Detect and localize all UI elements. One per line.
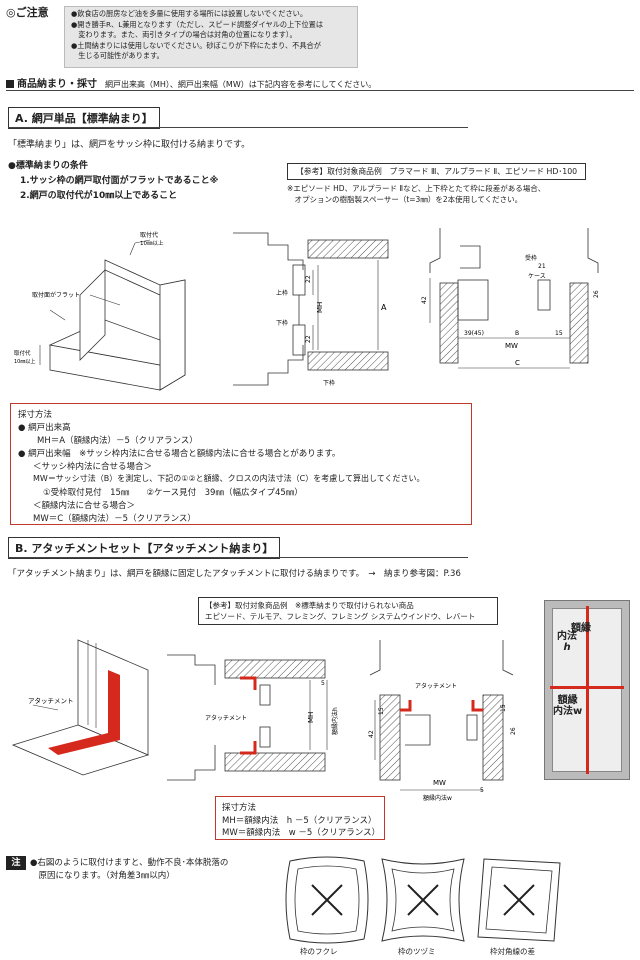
cond-item: 1.サッシ枠の網戸取付面がフラットであること※ [20, 176, 219, 186]
measure-line: ①受枠取付見付 15㎜ ②ケース見付 39㎜（幅広タイプ45㎜） [43, 488, 303, 498]
caution-line: 原因になります。（対角差3㎜以内） [30, 871, 175, 881]
measure-line-b: MW＝額縁内法 w －5（クリアランス） [222, 828, 381, 838]
mount-label: 取付代 [140, 231, 158, 239]
dim-15: 15 [555, 330, 563, 337]
caution-line: ●右図のように取付けますと、動作不良･本体脱落の [30, 858, 229, 868]
measure-box-a: 採寸方法 ● 網戸出来高 MH＝A（額縁内法）－5（クリアランス） ● 網戸出来… [10, 403, 472, 525]
dim-26: 26 [593, 290, 600, 298]
divider [8, 127, 468, 128]
caution-label: 枠のツヅミ [398, 947, 436, 956]
section-b-desc: 「アタッチメント納まり」は、網戸を額縁に固定したアタッチメントに取付ける納まりで… [8, 569, 461, 579]
dim-mw: MW [505, 342, 518, 350]
sill-label: 下枠 [323, 379, 335, 387]
square-bullet-icon [6, 80, 14, 88]
ref-note: オプションの樹脂製スペーサー（t=3㎜）を2本使用してください。 [287, 195, 523, 204]
section-a-desc: 「標準納まり」は、網戸をサッシ枠に取付ける納まりです。 [8, 140, 251, 150]
dim-22a: 22 [305, 275, 312, 283]
caution-mark: 注 [6, 856, 26, 870]
attachment-vertical-figure: MH 額縁内法h 5 アタッチメント [167, 654, 339, 781]
dim-frame-w: 額縁内法w [423, 794, 452, 802]
window-frame-diagram: 額縁 内法 h 額縁 内法w [544, 600, 630, 780]
measure-title: 採寸方法 [18, 410, 53, 420]
dim-42: 42 [421, 296, 428, 304]
dim-mh-b: MH [307, 712, 315, 723]
ref-box-b: 【参考】取付対象商品例 ※標準納まりで取付けられない商品 エピソード、テルモア、… [198, 597, 498, 625]
caution-label: 枠のフクレ [300, 947, 338, 956]
attachment-isometric-figure: アタッチメント [11, 639, 150, 776]
dim-39-45: 39(45) [464, 330, 484, 337]
measure-line: MH＝A（額縁内法）－5（クリアランス） [37, 436, 198, 446]
window-label-w: 額縁 内法w [553, 695, 583, 717]
measure-line: ● 網戸出来幅 ※サッシ枠内法に合せる場合と額縁内法に合せる場合とがあります。 [18, 449, 341, 459]
attach-label: アタッチメント [28, 696, 74, 705]
notice-line: 変わります。また、両引きタイプの場合は対角の位置になります）。 [71, 30, 297, 39]
measure-line-b: MH＝額縁内法 h －5（クリアランス） [222, 816, 377, 826]
caution-label: 枠対角線の差 [490, 947, 535, 956]
mount-10-label: 10㎜以上 [140, 239, 164, 247]
attach-label-2: アタッチメント [205, 714, 247, 722]
case-label: ケース [528, 273, 546, 280]
dim-26-b: 26 [510, 727, 517, 735]
dim-21: 21 [538, 263, 546, 270]
notice-label: ◎ご注意 [6, 6, 49, 19]
vertical-section-figure: 22 22 MH A 上枠 下枠 下枠 [233, 232, 389, 387]
vertical-arrow [586, 606, 589, 774]
notice-line: ●飲食店の厨房など油を多量に使用する場所には設置しないでください。 [71, 9, 308, 18]
dim-frame-h: 額縁内法h [331, 707, 339, 735]
attachment-horizontal-figure: アタッチメント 15 42 15 26 MW 額縁内法w 5 [368, 640, 517, 802]
dim-a: A [381, 303, 387, 312]
divider [6, 90, 634, 91]
dim-15b: 15 [500, 704, 507, 712]
dim-b: B [515, 330, 519, 337]
measure-line: MW＝C（額縁内法）－5（クリアランス） [33, 514, 196, 524]
dim-c: C [515, 359, 520, 367]
dim-mw-b: MW [433, 779, 446, 787]
upper-frame-label: 上枠 [276, 289, 288, 297]
measure-line: ＜サッシ枠内法に合せる場合＞ [33, 462, 153, 472]
attach-label-3: アタッチメント [415, 682, 457, 690]
measure-title-b: 採寸方法 [222, 803, 257, 813]
flat-label: 取付面がフラット [32, 291, 80, 299]
frame-pinch-figure [381, 858, 465, 942]
measure-line: ● 網戸出来高 [18, 423, 71, 433]
frame-bulge-figure [285, 856, 369, 944]
measure-line: ＜額縁内法に合せる場合＞ [33, 501, 136, 511]
cond-title: ●標準納まりの条件 [8, 161, 88, 171]
dim-5b: 5 [480, 787, 484, 794]
mount-10-label-2: 10㎜以上 [14, 358, 35, 365]
isometric-frame-figure: 取付代 10㎜以上 取付面がフラット 取付代 10㎜以上 [14, 231, 186, 391]
section-b-title: B. アタッチメントセット【アタッチメント納まり】 [8, 537, 281, 559]
section-a-title: A. 網戸単品【標準納まり】 [8, 107, 160, 129]
horizontal-arrow [550, 686, 624, 689]
notice-box: ●飲食店の厨房など油を多量に使用する場所には設置しないでください。 ●開き勝手R… [64, 6, 358, 68]
dim-5a: 5 [321, 680, 325, 687]
notice-line: 生じる可能性があります。 [71, 51, 164, 60]
section-note: 網戸出来高（MH）、網戸出来幅（MW）は下記内容を参考にしてください。 [105, 80, 377, 89]
dim-15-b: 15 [378, 707, 385, 715]
ref-line: エピソード、テルモア、フレミング、フレミング システムウインドウ、レバート [205, 612, 476, 621]
measure-box-b: 採寸方法 MH＝額縁内法 h －5（クリアランス） MW＝額縁内法 w －5（ク… [215, 796, 385, 840]
ref-line: 【参考】取付対象商品例 ※標準納まりで取付けられない商品 [205, 601, 414, 610]
notice-line: ●土間納まりには使用しないでください。砂ぼこりが下枠にたまり、不具合が [71, 40, 321, 50]
ref-note: ※エピソード HD、アルプラード Ⅱなど、上下枠とたて枠に段差がある場合、 [287, 184, 546, 193]
horizontal-section-figure: 受枠 ケース 21 42 26 39(45) B 15 MW C [421, 228, 600, 369]
section-heading: 商品納まり・採寸網戸出来高（MH）、網戸出来幅（MW）は下記内容を参考にしてくだ… [6, 75, 376, 90]
ref-box-a: 【参考】取付対象商品例 プラマード Ⅲ、アルプラード Ⅱ、エピソード HD･10… [287, 163, 587, 180]
window-label-h2: 内法 h [557, 631, 577, 653]
dim-mh: MH [316, 302, 324, 313]
notice-line: ●開き勝手R、L兼用となります（ただし、スピード調整ダイヤルの上下位置は [71, 19, 324, 29]
dim-42-b: 42 [368, 730, 375, 738]
receiver-label: 受枠 [525, 254, 537, 262]
measure-line: MW＝サッシ寸法（B）を測定し、下記の①②と額縁、クロスの内法寸法（C）を考慮し… [33, 474, 425, 483]
mount-label-2: 取付代 [14, 349, 31, 357]
lower-frame-label: 下枠 [276, 319, 288, 327]
frame-diagonal-figure [477, 858, 561, 942]
cond-item: 2.網戸の取付代が10㎜以上であること [20, 191, 178, 201]
dim-22b: 22 [305, 335, 312, 343]
divider [8, 557, 468, 558]
window-label-h: 額縁 [571, 623, 591, 634]
